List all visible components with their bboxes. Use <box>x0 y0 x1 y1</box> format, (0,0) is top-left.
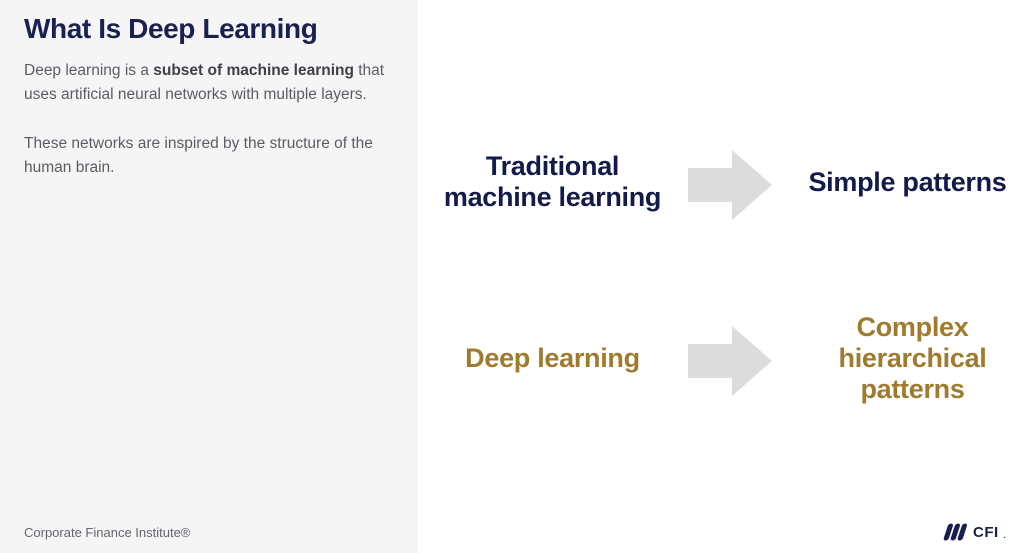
page-title: What Is Deep Learning <box>24 13 318 44</box>
footer-attribution: Corporate Finance Institute® <box>24 525 191 540</box>
cfi-logo-bars-icon <box>943 523 968 541</box>
diagram-row-source-deep-learning: Deep learning <box>465 343 640 373</box>
left-panel: What Is Deep Learning Deep learning is a… <box>0 0 418 553</box>
intro-paragraph: Deep learning is a subset of machine lea… <box>24 59 386 107</box>
brain-paragraph: These networks are inspired by the struc… <box>24 135 373 176</box>
intro-paragraph-suffix: that uses artificial neural networks wit… <box>24 62 385 103</box>
cfi-logo: CFI . <box>941 522 1006 542</box>
intro-paragraph-prefix: Deep learning is a <box>24 62 154 79</box>
diagram-row-source-traditional-ml: Traditional machine learning <box>443 151 662 212</box>
intro-paragraph-bold: subset of machine learning <box>153 62 354 79</box>
right-arrow-icon <box>688 326 772 396</box>
cfi-logo-text: CFI <box>973 523 999 541</box>
diagram-row-result-simple-patterns: Simple patterns <box>808 167 1007 197</box>
diagram-row-result-complex-patterns: Complex hierarchical patterns <box>838 312 987 404</box>
right-arrow-icon <box>688 150 772 220</box>
cfi-logo-trademark: . <box>1003 531 1006 540</box>
